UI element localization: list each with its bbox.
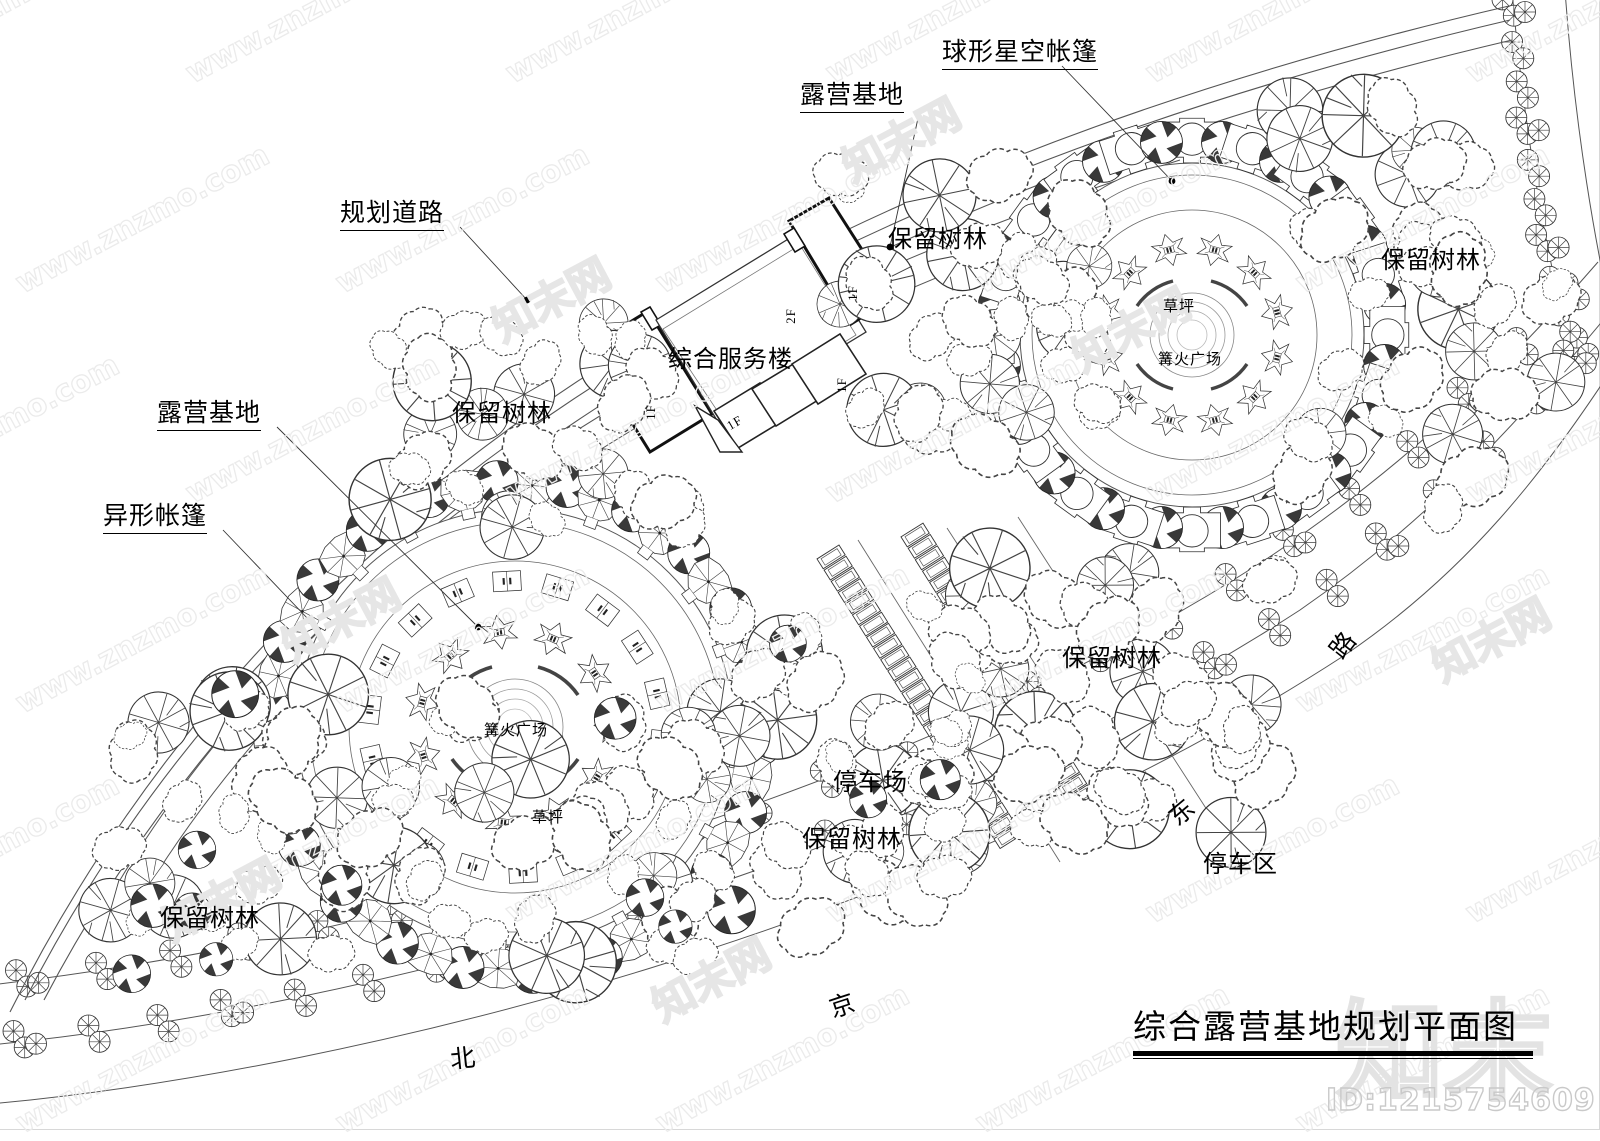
street-tree <box>1407 446 1430 469</box>
street-tree <box>27 971 50 994</box>
parking-stall <box>894 667 924 693</box>
street-tree <box>1547 236 1570 259</box>
floor-tag-floor-tag-1f-mid: 1F <box>833 377 849 393</box>
tree-dark-ornamental <box>625 878 665 917</box>
area-label-preserved-forest-west: 保留树林 <box>452 401 552 427</box>
area-label-service-building: 综合服务楼 <box>668 347 793 373</box>
parking-stall <box>830 566 861 592</box>
callout-leader-lines <box>222 65 1173 628</box>
street-tree <box>295 994 317 1017</box>
street-tree <box>1269 624 1292 647</box>
drawing-title: 综合露营基地规划平面图 <box>1133 1010 1518 1046</box>
callout-label-camp-base-north: 露营基地 <box>800 75 905 113</box>
parking-stall <box>900 522 930 548</box>
tree-dark-ornamental <box>211 670 260 719</box>
street-tree <box>1534 204 1557 227</box>
tent-rect-marker <box>491 569 523 593</box>
parking-stall <box>887 656 917 682</box>
parking-stall <box>844 589 875 615</box>
tree-dark-ornamental <box>112 954 152 994</box>
tree-dark-ornamental <box>919 759 961 801</box>
area-label-parking-lot: 停车场 <box>833 770 908 796</box>
parking-stall <box>921 556 952 582</box>
street-tree <box>1294 531 1317 554</box>
tree-dark-ornamental <box>1139 120 1184 164</box>
title-block: 综合露营基地规划平面图 <box>1133 1000 1533 1059</box>
plaza-label-lawn-ne: 草坪 <box>1163 299 1196 315</box>
street-tree <box>1516 86 1539 109</box>
parking-stall <box>880 645 910 671</box>
parking-stall <box>823 555 853 581</box>
area-label-preserved-forest-ne: 保留树林 <box>888 227 988 253</box>
tree-dark-ornamental <box>769 624 807 663</box>
floor-tag-floor-tag-2f: 2F <box>782 308 798 324</box>
callout-label-spherical-star-tent: 球形星空帐篷 <box>942 32 1099 70</box>
street-tree <box>1527 119 1550 142</box>
parking-stall <box>816 544 846 570</box>
title-rule <box>1133 1051 1533 1056</box>
leader-dot-spherical-star-tent <box>1168 177 1176 185</box>
bonfire-plaza-ne-rings <box>1135 279 1249 391</box>
street-tree <box>1528 165 1551 188</box>
tree-dark-ornamental <box>658 909 693 944</box>
callout-label-camp-base-west: 露营基地 <box>157 393 262 431</box>
area-label-preserved-forest-parking: 保留树林 <box>802 827 902 853</box>
leader-dot-camp-base-north <box>886 243 894 251</box>
callout-label-irregular-tent: 异形帐篷 <box>103 496 208 534</box>
street-tree <box>1215 653 1237 676</box>
parking-stall <box>907 533 938 559</box>
leader-line-irregular-tent <box>222 529 310 621</box>
leader-dot-camp-base-west <box>474 623 482 631</box>
floor-tag-floor-tag-1f-east: 1F <box>844 285 860 301</box>
leader-line-camp-base-west <box>276 426 479 628</box>
parking-stall <box>858 611 889 637</box>
road-name-road-char-bei: 北 <box>448 1044 478 1075</box>
street-tree <box>157 1020 180 1043</box>
street-tree <box>1387 535 1410 557</box>
street-tree <box>232 1001 255 1024</box>
street-tree <box>1514 1 1536 23</box>
plaza-label-bonfire-plaza-sw: 篝火广场 <box>484 723 549 739</box>
street-tree <box>1559 320 1582 343</box>
shrub-mass <box>1235 550 1305 612</box>
title-rule-thin <box>1133 1058 1533 1059</box>
parking-stall <box>851 600 882 626</box>
street-tree <box>363 980 386 1003</box>
area-label-preserved-forest-southeast: 保留树林 <box>1062 646 1162 672</box>
parking-stall <box>837 578 868 603</box>
street-tree <box>1326 585 1349 608</box>
tree-dark-ornamental <box>593 696 637 740</box>
leader-line-spherical-star-tent <box>1061 65 1173 182</box>
area-label-preserved-forest-southwest: 保留树林 <box>160 906 260 932</box>
tree-dark-ornamental <box>321 864 363 906</box>
parking-stall <box>865 622 896 648</box>
parking-stall <box>901 678 931 704</box>
street-tree <box>1349 493 1372 516</box>
street-tree <box>1512 47 1535 70</box>
street-tree <box>170 955 193 978</box>
shrub-mass <box>153 772 212 831</box>
tree-dark-ornamental <box>177 830 217 870</box>
plaza-label-bonfire-plaza-ne: 篝火广场 <box>1158 352 1223 368</box>
tree-dark-ornamental <box>199 942 234 977</box>
callout-leader-dots <box>305 177 1176 631</box>
parking-stall <box>872 633 903 659</box>
plaza-label-lawn-sw: 草坪 <box>532 810 565 826</box>
street-tree <box>25 1032 47 1055</box>
area-label-preserved-forest-east: 保留树林 <box>1381 248 1481 274</box>
drawing-id: ID:1215754609 <box>1325 1082 1596 1118</box>
callout-label-planned-road: 规划道路 <box>340 193 445 231</box>
street-tree <box>88 1030 111 1053</box>
floor-tag-floor-tag-1f-west: 1F <box>642 404 658 420</box>
leader-line-camp-base-north <box>889 108 921 248</box>
leader-line-planned-road <box>459 226 528 301</box>
parking-stall <box>914 545 945 571</box>
leader-dot-irregular-tent <box>305 616 313 624</box>
leader-dot-planned-road <box>523 296 531 304</box>
area-label-parking-zone: 停车区 <box>1203 852 1278 878</box>
parking-stall <box>1057 772 1088 799</box>
